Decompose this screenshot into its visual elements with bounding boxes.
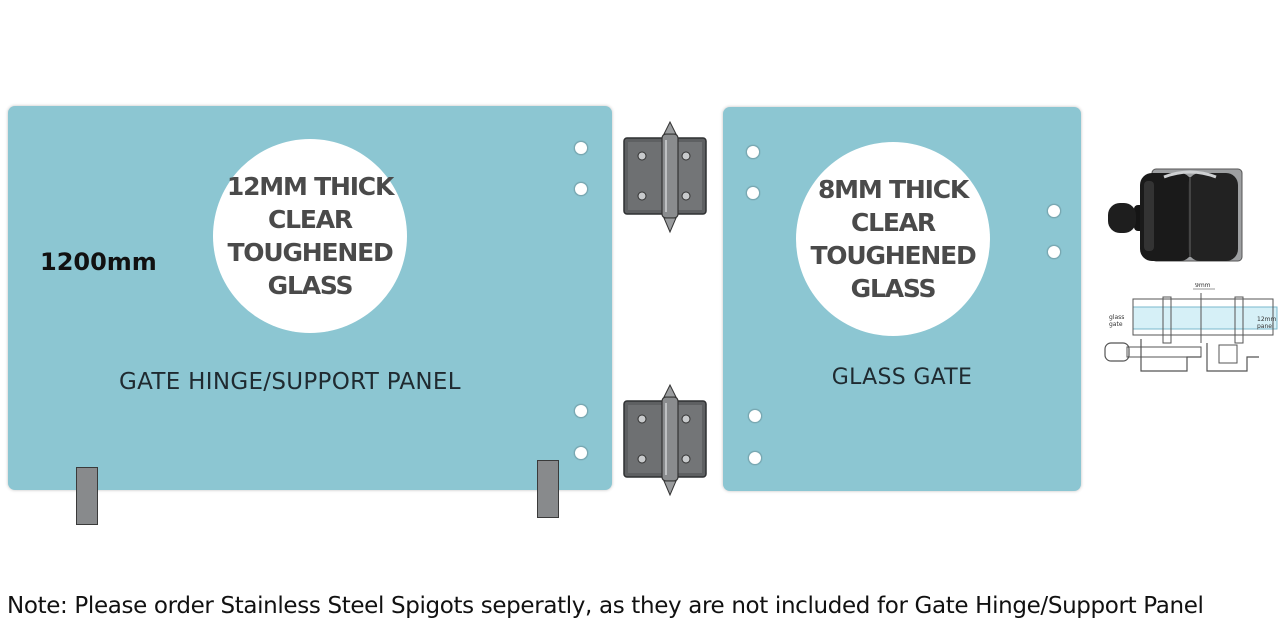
hinge-hole	[748, 409, 762, 423]
gate-panel-label: GLASS GATE	[831, 365, 973, 390]
glass-gate-hinge-icon	[623, 383, 707, 497]
glass-gate-label-line-2: gate	[1109, 321, 1123, 328]
support-panel-label: GATE HINGE/SUPPORT PANEL	[119, 369, 461, 395]
gate-spec-line-2: CLEAR	[851, 208, 936, 237]
gate-spec-line-3: TOUGHENED	[810, 241, 976, 270]
latch-technical-drawing: glass gate 9mm 12mm panel	[1104, 283, 1278, 372]
latch-hole	[1047, 204, 1061, 218]
hinge-hole	[746, 145, 760, 159]
spigot-right	[537, 460, 559, 518]
support-spec-line-3: TOUGHENED	[227, 238, 393, 267]
magnetic-latch-icon	[1108, 168, 1243, 262]
hinge-hole	[574, 182, 588, 196]
glass-gate-hinge-icon	[623, 120, 707, 234]
hinge-hole	[748, 451, 762, 465]
spigot-left	[76, 467, 98, 525]
spigot-order-note: Note: Please order Stainless Steel Spigo…	[7, 593, 1204, 619]
hinge-hole	[574, 141, 588, 155]
hinge-hole	[574, 404, 588, 418]
support-spec-line-1: 12MM THICK	[226, 172, 394, 201]
glass-gate-label-line-1: glass	[1109, 314, 1124, 321]
panel-label-line-1: 12mm	[1257, 316, 1276, 323]
gate-spec-line-4: GLASS	[850, 274, 937, 303]
height-dimension-label: 1200mm	[40, 248, 157, 276]
panel-label-line-2: panel	[1257, 323, 1274, 330]
gate-hinge-support-panel: 12MM THICK CLEAR TOUGHENED GLASS GATE HI…	[8, 106, 612, 490]
hinge-hole	[574, 446, 588, 460]
support-spec-line-4: GLASS	[267, 271, 354, 300]
support-panel-spec-badge: 12MM THICK CLEAR TOUGHENED GLASS	[213, 139, 407, 333]
glass-gate-panel: 8MM THICK CLEAR TOUGHENED GLASS GLASS GA…	[723, 107, 1081, 491]
latch-hole	[1047, 245, 1061, 259]
gap-dimension-label: 9mm	[1195, 283, 1211, 289]
gate-spec-line-1: 8MM THICK	[817, 175, 969, 204]
support-spec-line-2: CLEAR	[268, 205, 353, 234]
hinge-hole	[746, 186, 760, 200]
gate-panel-spec-badge: 8MM THICK CLEAR TOUGHENED GLASS	[796, 142, 990, 336]
